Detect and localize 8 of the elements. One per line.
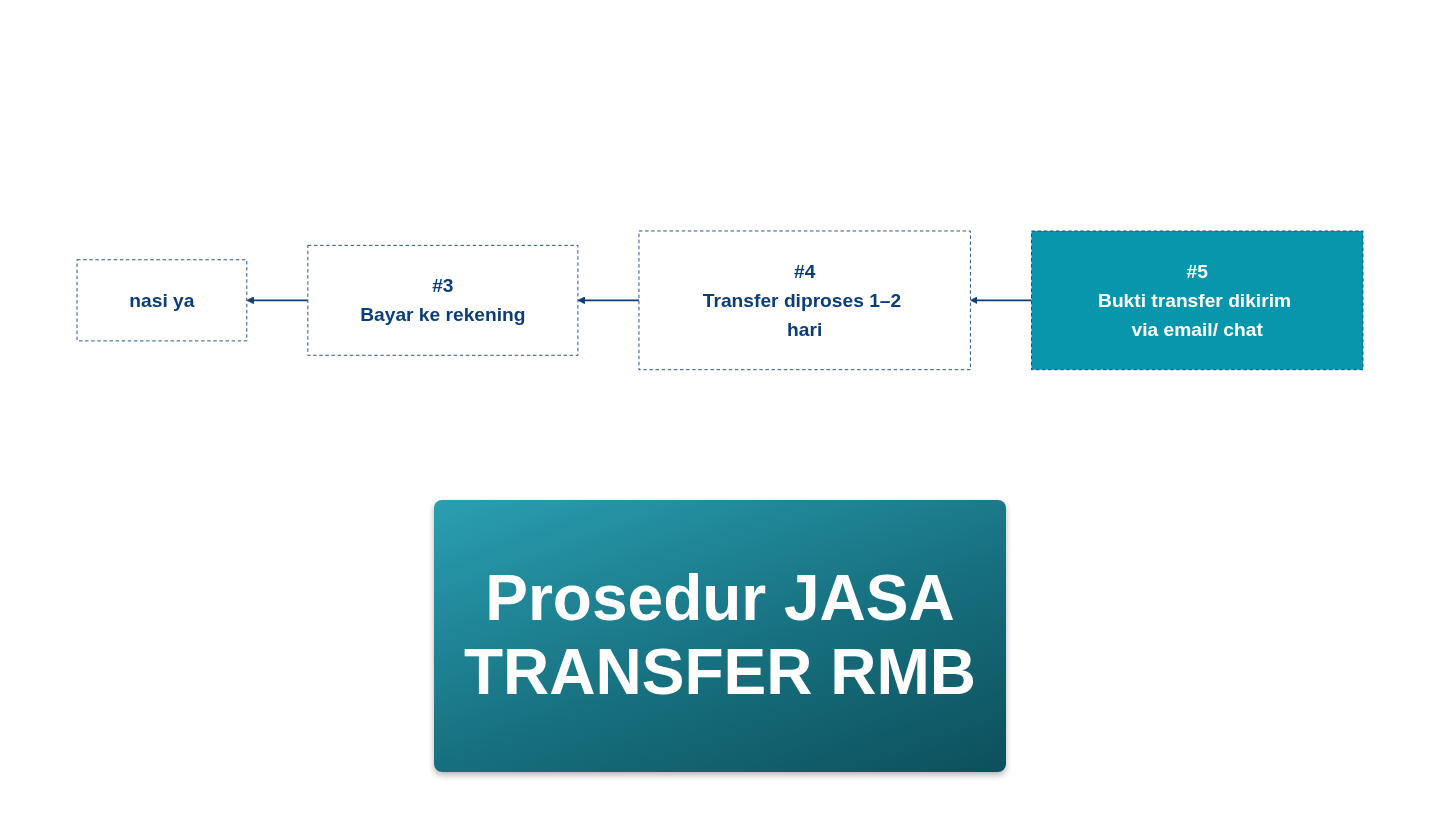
node-box: #3 Bayar ke rekening (307, 244, 579, 356)
node-box: nasi ya (76, 259, 248, 341)
title-banner: Prosedur JASA TRANSFER RMB (434, 500, 1006, 772)
node-box: #5 Bukti transfer dikirim via email/ chat (1031, 230, 1364, 370)
node-box: #4 Transfer diproses 1–2 hari (638, 230, 971, 370)
arrow (577, 296, 640, 304)
arrow (970, 296, 1033, 304)
arrow (246, 296, 309, 304)
